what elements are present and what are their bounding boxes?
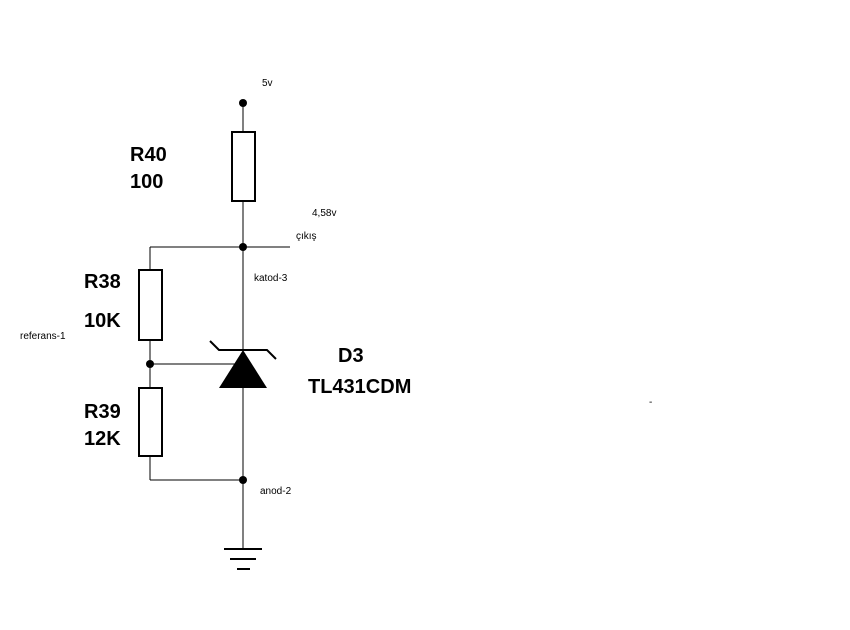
junction-reference bbox=[146, 360, 154, 368]
tl431-symbol bbox=[209, 340, 277, 388]
r39-value-label: 12K bbox=[84, 428, 121, 450]
output-voltage-label: 4,58v bbox=[312, 208, 336, 219]
output-net-label: çıkış bbox=[296, 231, 317, 242]
r40-ref-label: R40 bbox=[130, 144, 167, 166]
resistor-r39 bbox=[138, 387, 163, 457]
resistor-r38 bbox=[138, 269, 163, 341]
resistor-r40 bbox=[231, 131, 256, 202]
junction-output bbox=[239, 243, 247, 251]
cathode-pin-label: katod-3 bbox=[254, 273, 288, 284]
stray-mark: - bbox=[649, 397, 652, 408]
ground-icon bbox=[224, 548, 262, 570]
r39-ref-label: R39 bbox=[84, 401, 121, 423]
reference-pin-label: referans-1 bbox=[20, 331, 66, 342]
diode-cathode-bar bbox=[209, 340, 277, 360]
anode-pin-label: anod-2 bbox=[260, 486, 292, 497]
supply-net-label: 5v bbox=[262, 78, 273, 89]
diode-triangle bbox=[219, 350, 267, 388]
d3-ref-label: D3 bbox=[338, 345, 364, 367]
junctions bbox=[146, 99, 247, 484]
r38-value-label: 10K bbox=[84, 310, 121, 332]
wires bbox=[149, 103, 290, 548]
r40-value-label: 100 bbox=[130, 171, 163, 193]
junction-anode bbox=[239, 476, 247, 484]
d3-part-label: TL431CDM bbox=[308, 376, 411, 398]
junction-supply bbox=[239, 99, 247, 107]
r38-ref-label: R38 bbox=[84, 271, 121, 293]
